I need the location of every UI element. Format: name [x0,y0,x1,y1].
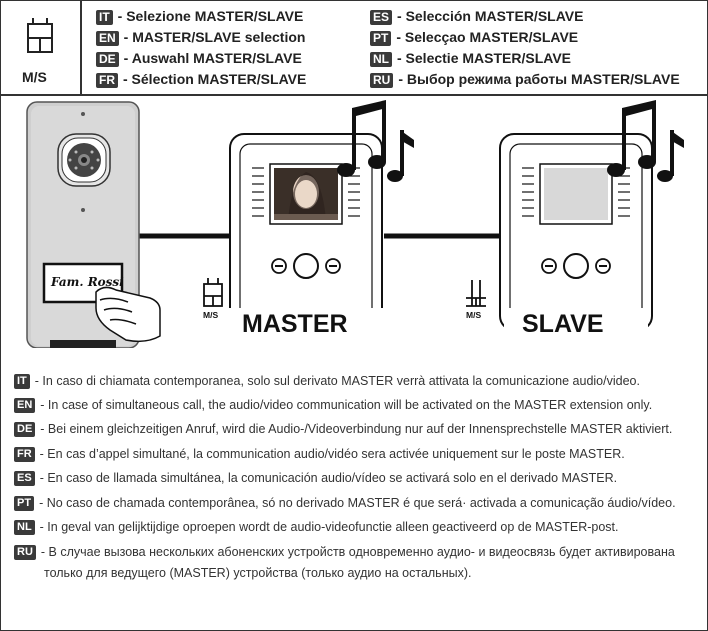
desc-en: EN- In case of simultaneous call, the au… [14,397,652,414]
jumper-icon-box: M/S [0,0,82,94]
music-note-icon [337,100,414,182]
icon-label: M/S [22,69,47,85]
header-item-de: DE- Auswahl MASTER/SLAVE [96,49,302,67]
hand-illustration [95,286,161,343]
desc-it: IT- In caso di chiamata contemporanea, s… [14,373,640,390]
desc-ru-cont: только для ведущего (MASTER) устройства … [44,566,472,580]
desc-pt: PT- No caso de chamada contemporânea, só… [14,495,676,512]
master-monitor [229,133,383,331]
desc-nl: NL- In geval van gelijktijdige oproepen … [14,519,619,536]
header-item-ru: RU- Выбор режима работы MASTER/SLAVE [370,70,680,88]
header-item-pt: PT- Selecçao MASTER/SLAVE [370,28,578,46]
header-item-en: EN- MASTER/SLAVE selection [96,28,305,46]
desc-ru: RU- В случае вызова нескольких абоненски… [14,544,675,561]
jumper-icon [27,18,53,53]
header-divider [0,94,708,96]
nameplate-text: Fam. Rossi [50,275,124,289]
desc-es: ES- En caso de llamada simultánea, la co… [14,470,617,487]
master-slave-illustration: Fam. Rossi M/S [26,100,684,348]
slave-jumper-label: M/S [466,310,481,320]
slave-jumper-icon [466,280,486,307]
master-jumper-icon [203,278,223,307]
header-item-fr: FR- Sélection MASTER/SLAVE [96,70,306,88]
desc-de: DE- Bei einem gleichzeitigen Anruf, wird… [14,421,672,438]
slave-label: SLAVE [522,310,604,338]
master-label: MASTER [242,310,348,338]
music-note-icon [607,100,684,182]
header-item-it: IT- Selezione MASTER/SLAVE [96,7,303,25]
desc-fr: FR- En cas d’appel simultané, la communi… [14,446,625,463]
header-item-nl: NL- Selectie MASTER/SLAVE [370,49,571,67]
master-jumper-label: M/S [203,310,218,320]
header-item-es: ES- Selección MASTER/SLAVE [370,7,583,25]
slave-monitor [499,133,653,331]
door-station: Fam. Rossi [26,101,140,348]
